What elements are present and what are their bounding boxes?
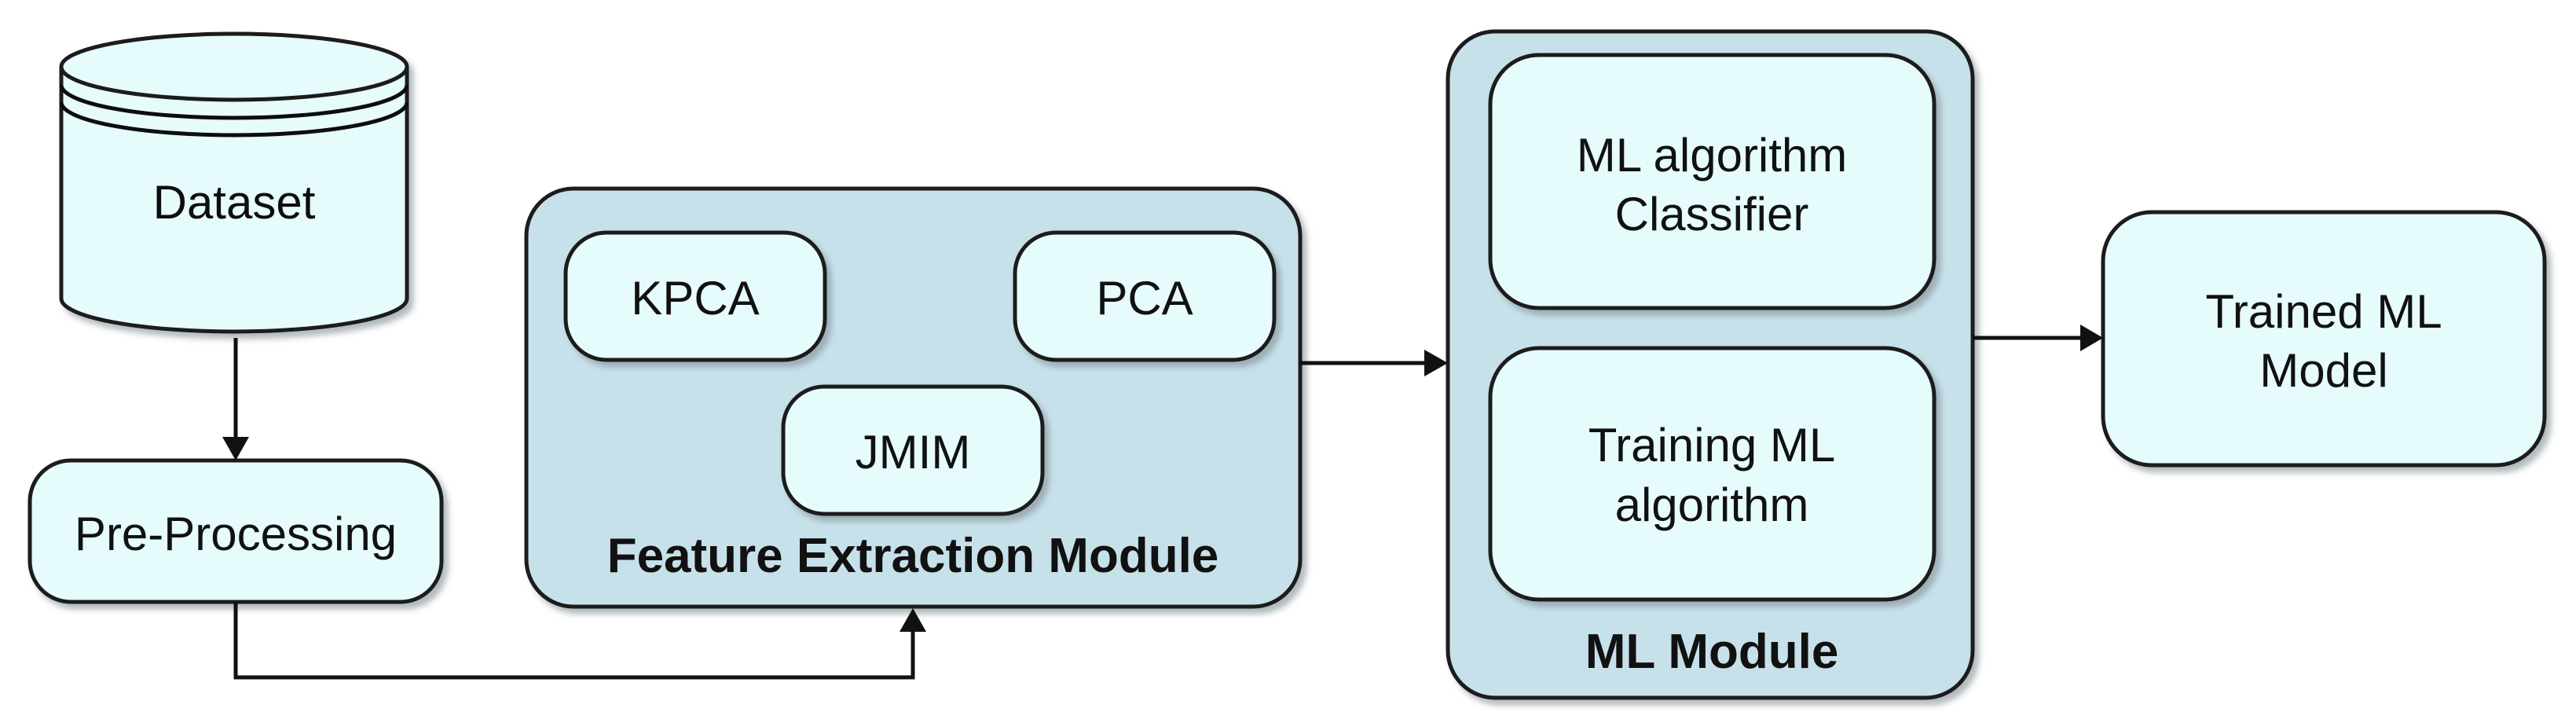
kpca-node [563, 230, 827, 362]
preprocessing-label: Pre-Processing [75, 508, 397, 560]
training-label-line2: algorithm [1615, 479, 1809, 531]
trained-label-line2: Model [2259, 344, 2387, 397]
trained-label-line1: Trained ML [2205, 285, 2442, 338]
feature-module-label: Feature Extraction Module [607, 529, 1219, 583]
feature-extraction-module: KPCA PCA JMIM Feature Extraction Module [524, 186, 1303, 609]
pca-label: PCA [1096, 272, 1193, 325]
kpca-label: KPCA [631, 272, 759, 325]
jmim-node [781, 384, 1045, 516]
arrow-ml-module-to-trained-model [1973, 325, 2103, 351]
trained-model-node: Trained ML Model [2101, 210, 2547, 468]
pca-node [1013, 230, 1277, 362]
classifier-label-line1: ML algorithm [1577, 129, 1848, 182]
preprocessing-node: Pre-Processing [27, 458, 444, 604]
ml-module: ML algorithm Classifier Training ML algo… [1446, 29, 1975, 700]
training-node [1488, 346, 1937, 602]
arrow-feature-module-to-ml-module [1300, 350, 1448, 376]
classifier-node [1488, 53, 1937, 310]
jmim-label: JMIM [856, 426, 971, 479]
dataset-label: Dataset [153, 176, 316, 229]
classifier-label-line2: Classifier [1615, 188, 1809, 240]
arrow-preprocessing-to-feature-module [233, 602, 926, 680]
ml-module-label: ML Module [1585, 625, 1839, 679]
dataset-node: Dataset [59, 31, 409, 334]
training-label-line1: Training ML [1588, 419, 1836, 471]
arrow-dataset-to-preprocessing [222, 338, 249, 460]
